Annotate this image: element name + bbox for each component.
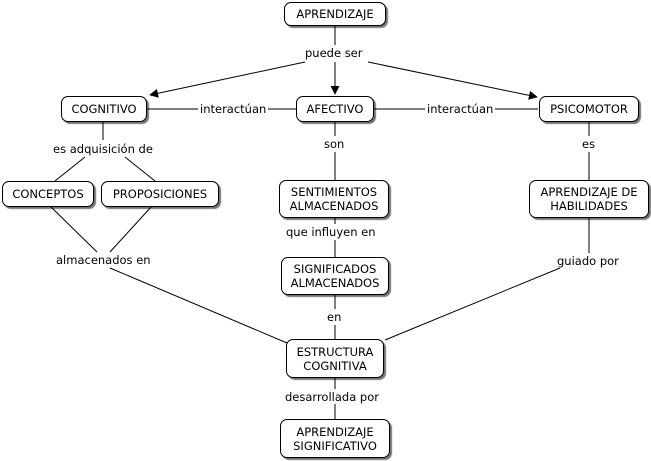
edge-almacenados-estructura [109, 267, 288, 344]
edge-guiado-estructura [384, 267, 561, 341]
node-estructura-cognitiva: ESTRUCTURA COGNITIVA [286, 339, 384, 378]
link-es-adquisicion-de: es adquisición de [51, 142, 155, 156]
node-afectivo: AFECTIVO [296, 96, 374, 122]
node-aprendizaje: APRENDIZAJE [284, 2, 386, 26]
arrow-to-psicomotor [367, 61, 538, 100]
link-en: en [325, 310, 344, 324]
node-aprendizaje-significativo: APRENDIZAJE SIGNIFICATIVO [280, 419, 390, 458]
node-proposiciones: PROPOSICIONES [101, 181, 219, 207]
link-desarrollada-por: desarrollada por [283, 390, 381, 404]
node-significados-almacenados: SIGNIFICADOS ALMACENADOS [281, 257, 389, 295]
link-que-influyen-en: que influyen en [284, 225, 378, 239]
link-interactuan-right: interactúan [425, 102, 496, 116]
link-almacenados-en: almacenados en [54, 253, 153, 267]
node-conceptos: CONCEPTOS [2, 181, 94, 207]
node-psicomotor: PSICOMOTOR [539, 96, 639, 122]
edge-adquisicion-proposiciones [124, 156, 156, 182]
link-es: es [580, 137, 598, 151]
edge-proposiciones-almacenados [109, 205, 153, 253]
link-guiado-por: guiado por [555, 254, 621, 268]
node-sentimientos-almacenados: SENTIMIENTOS ALMACENADOS [279, 180, 389, 218]
edge-adquisicion-conceptos [54, 156, 86, 182]
node-cognitivo: COGNITIVO [61, 96, 147, 122]
arrow-to-cognitivo [149, 61, 306, 98]
edge-conceptos-almacenados [49, 205, 98, 253]
link-interactuan-left: interactúan [198, 102, 269, 116]
link-son: son [322, 137, 347, 151]
link-puede-ser: puede ser [303, 46, 365, 60]
node-aprendizaje-habilidades: APRENDIZAJE DE HABILIDADES [529, 180, 649, 218]
